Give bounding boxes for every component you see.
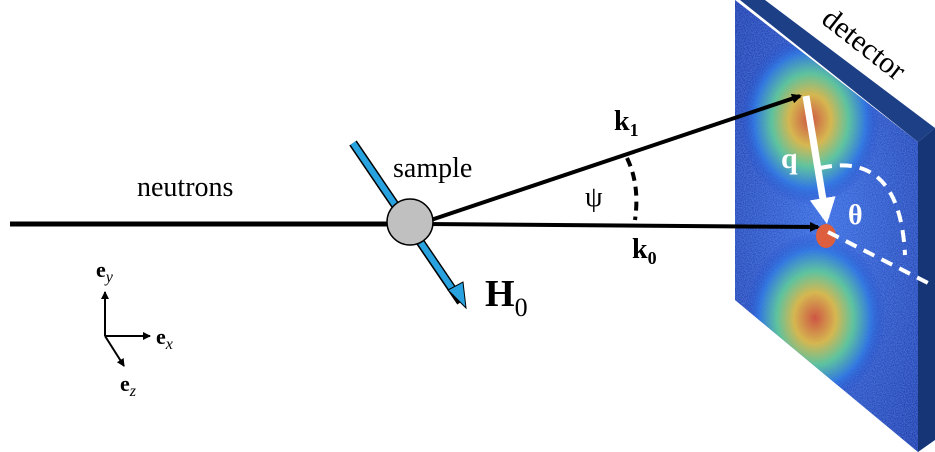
ex-label: ex	[156, 324, 173, 353]
detector-edge	[740, 0, 935, 142]
k1-beam	[424, 93, 802, 224]
q-vector	[802, 95, 836, 224]
k0-beam	[424, 221, 820, 232]
ey-label-sub: y	[104, 269, 114, 286]
theta-label: θ	[848, 200, 863, 231]
ez-label-main: e	[120, 371, 130, 396]
k0-label-main: k	[632, 234, 648, 265]
h0-arrowhead	[447, 281, 467, 310]
ey-label-main: e	[96, 257, 106, 282]
psi-angle-arc	[625, 157, 639, 221]
k0-label-sub: 0	[648, 248, 657, 268]
q-label: q	[781, 142, 798, 175]
neutrons-label: neutrons	[137, 172, 233, 203]
theta-angle-arc	[819, 163, 907, 256]
k0-label: k0	[632, 234, 657, 268]
ey-label: ey	[96, 257, 114, 286]
h0-label: H0	[485, 273, 528, 322]
h0-label-sub: 0	[515, 293, 528, 322]
k1-label: k1	[614, 106, 639, 140]
ex-label-main: e	[156, 324, 166, 349]
ex-label-sub: x	[165, 336, 173, 353]
k1-label-sub: 1	[630, 120, 639, 140]
ez-label-sub: z	[129, 383, 137, 400]
sample-sphere	[386, 198, 434, 246]
detector-side	[918, 128, 935, 452]
psi-label: ψ	[585, 182, 603, 213]
h0-label-main: H	[485, 273, 515, 315]
ez-label: ez	[120, 371, 137, 400]
ez-axis	[104, 335, 125, 367]
k1-label-main: k	[614, 106, 630, 137]
coordinate-axes	[101, 291, 151, 367]
sample-label: sample	[393, 153, 472, 184]
